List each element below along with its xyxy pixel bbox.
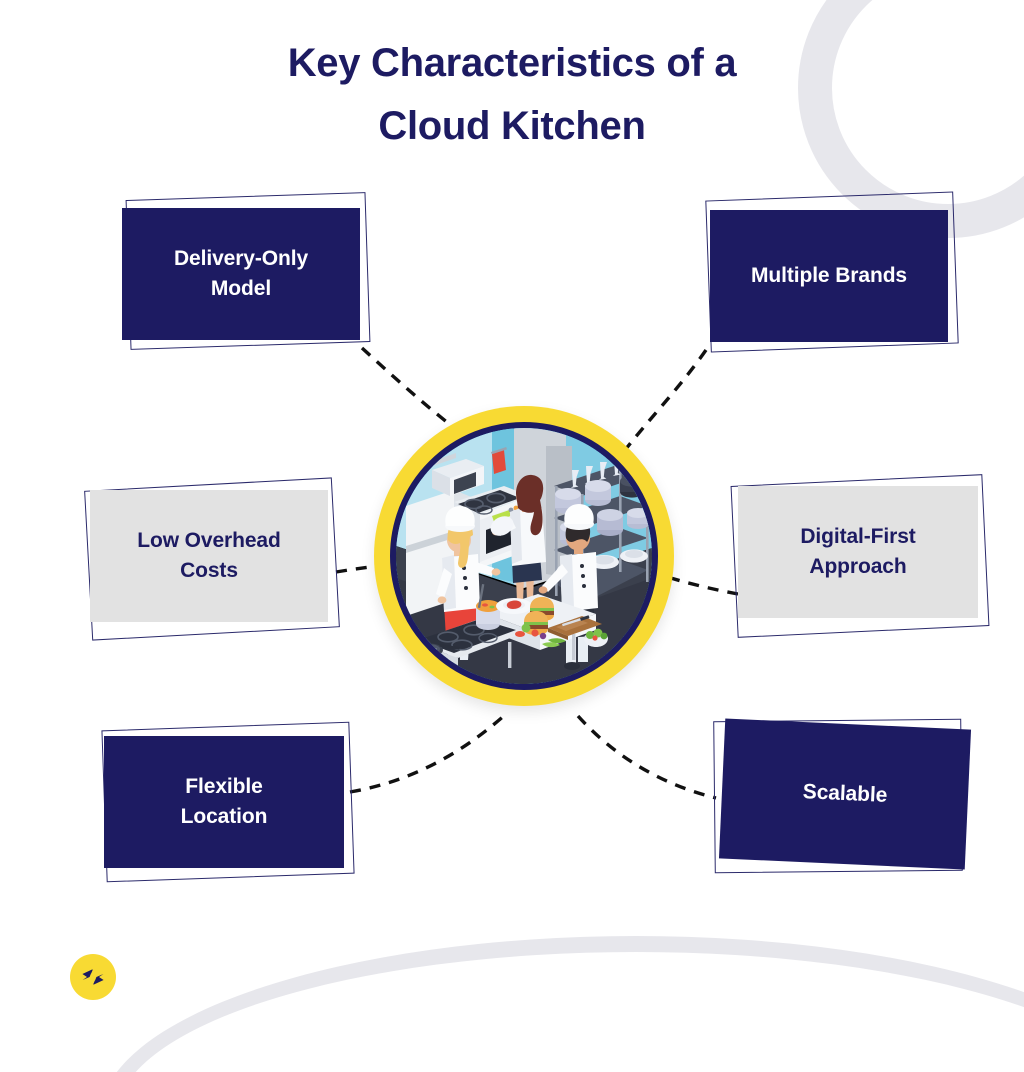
card-multiple-brands[interactable]: Multiple Brands — [694, 191, 964, 360]
page-title-line-1: Key Characteristics of a — [287, 41, 737, 85]
page-title: Key Characteristics of a Cloud Kitchen — [0, 32, 1024, 158]
card-label-delivery-only-model: Delivery-Only Model — [173, 247, 309, 300]
connector-delivery-only-model — [360, 346, 480, 448]
card-body-delivery-only-model[interactable]: Delivery-Only Model — [122, 208, 360, 340]
card-label-scalable: Scalable — [802, 780, 888, 807]
card-scalable[interactable]: Scalable — [704, 716, 988, 892]
card-label-flexible-location: Flexible Location — [180, 775, 268, 828]
connector-low-overhead-costs — [335, 562, 393, 574]
connector-flexible-location — [349, 712, 508, 794]
connector-scalable — [576, 714, 717, 800]
card-low-overhead-costs[interactable]: Low Overhead Costs — [80, 477, 352, 652]
card-label-multiple-brands: Multiple Brands — [750, 264, 907, 288]
card-body-multiple-brands[interactable]: Multiple Brands — [710, 210, 948, 342]
center-medallion — [374, 406, 674, 706]
card-delivery-only-model[interactable]: Delivery-Only Model — [110, 192, 378, 356]
brand-logo-mark-icon — [82, 969, 104, 985]
center-illustration-frame — [390, 422, 658, 690]
brand-logo[interactable] — [70, 954, 116, 1000]
connector-multiple-brands — [620, 349, 708, 456]
card-digital-first-approach[interactable]: Digital-First Approach — [724, 474, 996, 648]
card-body-digital-first-approach[interactable]: Digital-First Approach — [738, 486, 978, 618]
card-label-low-overhead-costs: Low Overhead Costs — [137, 529, 281, 582]
card-body-flexible-location[interactable]: Flexible Location — [104, 736, 344, 868]
page-title-line-2: Cloud Kitchen — [378, 104, 646, 149]
card-label-digital-first-approach: Digital-First Approach — [800, 525, 916, 578]
card-flexible-location[interactable]: Flexible Location — [96, 721, 372, 892]
isometric-cloud-kitchen-illustration — [396, 428, 652, 684]
card-body-scalable[interactable]: Scalable — [718, 718, 972, 870]
card-body-low-overhead-costs[interactable]: Low Overhead Costs — [90, 490, 328, 622]
